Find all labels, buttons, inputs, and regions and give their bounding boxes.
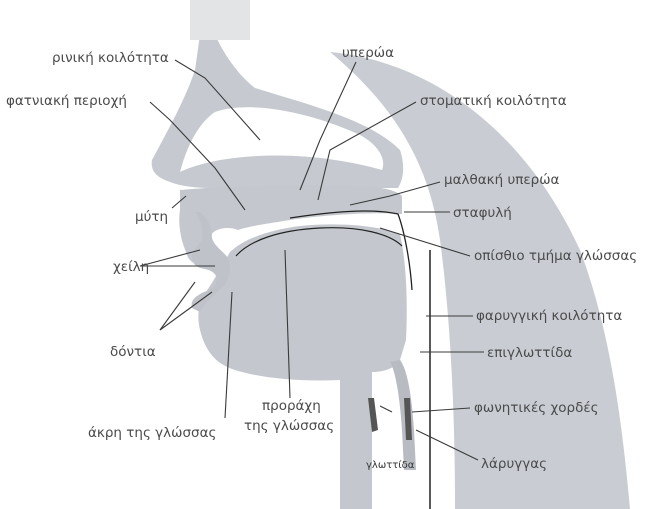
label-soft-palate: μαλθακή υπερώα: [444, 172, 560, 188]
label-alveolar-region: φατνιακή περιοχή: [6, 93, 127, 109]
label-epiglottis: επιγλωττίδα: [487, 345, 572, 361]
label-blade-of-tongue-1: προράχη: [262, 398, 321, 414]
label-pharyngeal-cavity: φαρυγγική κοιλότητα: [476, 308, 622, 324]
label-nose: μύτη: [135, 209, 168, 225]
label-back-of-tongue: οπίσθιο τμήμα γλώσσας: [474, 248, 637, 264]
label-tip-of-tongue: άκρη της γλώσσας: [88, 425, 216, 441]
blur-mark: [190, 0, 250, 40]
label-lips: χείλη: [113, 259, 149, 275]
label-vocal-cords: φωνητικές χορδές: [474, 400, 599, 416]
label-oral-cavity: στοματική κοιλότητα: [420, 93, 567, 109]
label-palate: υπερώα: [342, 45, 394, 61]
larynx: [390, 360, 416, 470]
label-glottis: γλωττίδα: [366, 459, 415, 471]
label-teeth: δόντια: [110, 344, 156, 360]
label-larynx: λάρυγγας: [481, 456, 547, 472]
label-nasal-cavity: ρινική κοιλότητα: [52, 50, 169, 66]
label-blade-of-tongue-2: της γλώσσας: [244, 418, 334, 434]
label-uvula: σταφυλή: [453, 205, 512, 221]
